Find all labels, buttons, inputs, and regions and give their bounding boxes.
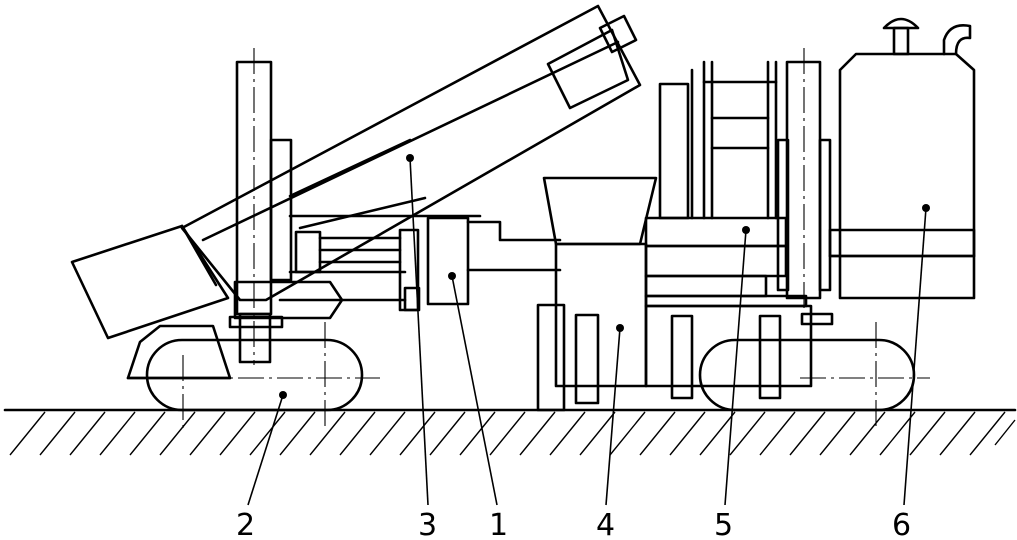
- ground: [3, 408, 1017, 456]
- callout-3: 3: [418, 508, 437, 540]
- right-column: [776, 48, 834, 326]
- callout-6: 6: [892, 508, 911, 540]
- callout-2: 2: [236, 508, 255, 540]
- left-column: [228, 48, 293, 365]
- callout-4: 4: [596, 508, 615, 540]
- callout-leaders: [247, 154, 930, 506]
- drive-unit-1: [426, 216, 562, 306]
- callout-labels: 2 3 1 4 5 6: [236, 508, 911, 540]
- central-frame-5: [644, 60, 813, 400]
- callout-5: 5: [714, 508, 733, 540]
- inclined-conveyor: [70, 4, 642, 340]
- ground-hatching: [9, 411, 1016, 456]
- engine-housing-6: [828, 17, 976, 300]
- hydraulic-links: [233, 228, 421, 320]
- hopper-unit-4: [536, 176, 658, 412]
- callout-1: 1: [489, 508, 508, 540]
